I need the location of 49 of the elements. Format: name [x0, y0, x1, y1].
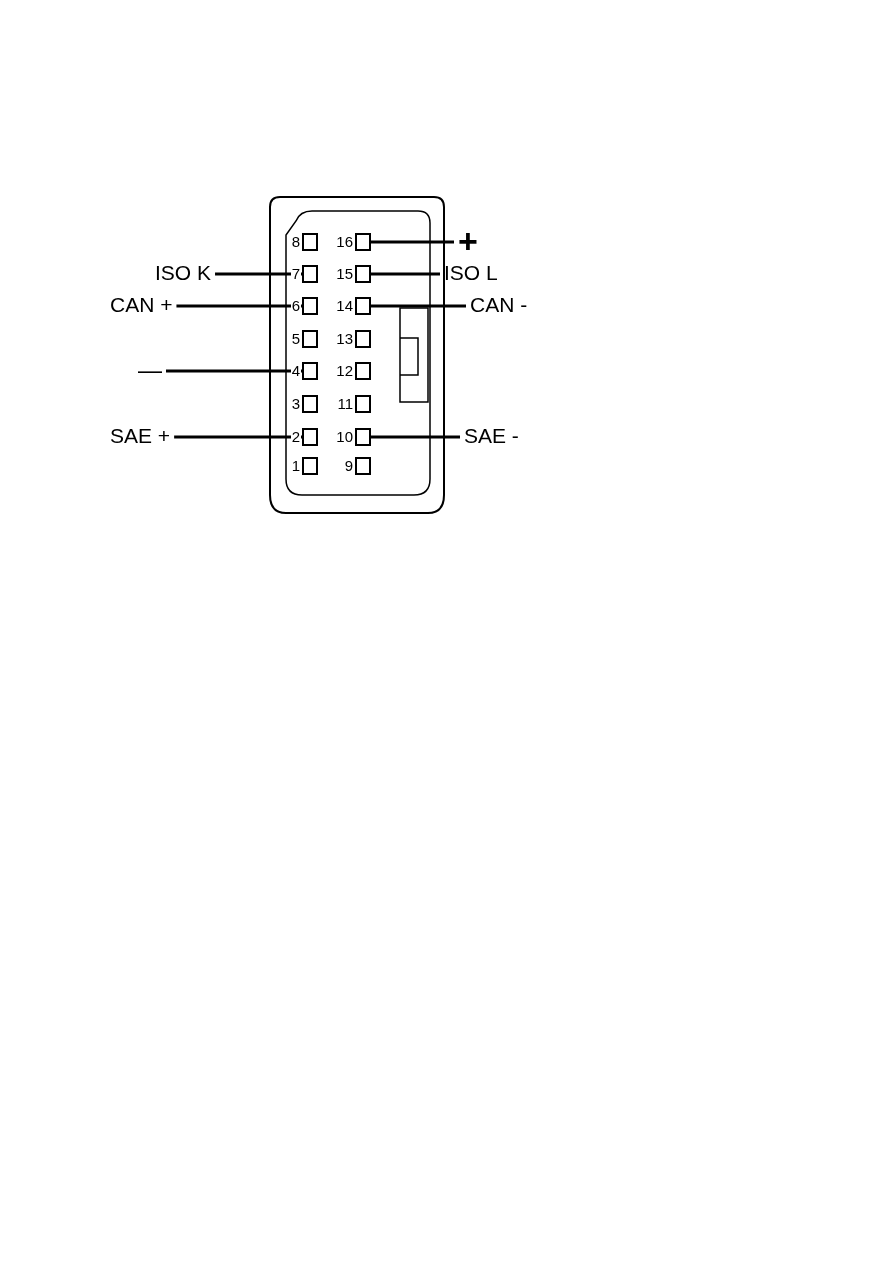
- pin-socket: [302, 362, 318, 380]
- pin-number: 1: [290, 458, 301, 474]
- pin-number: 15: [335, 266, 354, 282]
- pin-number: 10: [335, 429, 354, 445]
- pin-number: 4: [290, 363, 301, 379]
- pin-number: 11: [336, 396, 354, 412]
- leader-line: [174, 435, 302, 439]
- pin-socket: [302, 395, 318, 413]
- pin-number: 12: [335, 363, 354, 379]
- signal-label: CAN +: [110, 293, 173, 317]
- pin-socket: [302, 330, 318, 348]
- pin-socket: [355, 362, 371, 380]
- leader-line: [176, 304, 302, 308]
- pin-socket: [355, 233, 371, 251]
- leader-line: [215, 272, 302, 276]
- pin-number: 13: [335, 331, 354, 347]
- leader-line: [371, 435, 460, 439]
- pin-number: 3: [290, 396, 301, 412]
- pin-socket: [355, 428, 371, 446]
- pin-number: 6: [290, 298, 301, 314]
- pin-number: 8: [290, 234, 301, 250]
- pin-socket: [302, 265, 318, 283]
- leader-line: [371, 240, 454, 244]
- pin-number: 9: [343, 458, 354, 474]
- pin-number: 2: [290, 429, 301, 445]
- signal-label: +: [458, 224, 478, 258]
- pin-socket: [302, 428, 318, 446]
- connector-drawing: [268, 195, 446, 517]
- leader-line: [166, 369, 302, 373]
- pin-socket: [355, 457, 371, 475]
- pin-socket: [302, 297, 318, 315]
- signal-label: SAE +: [110, 424, 171, 448]
- signal-label: ISO K: [155, 261, 212, 285]
- leader-line: [371, 272, 440, 276]
- pin-number: 7: [290, 266, 301, 282]
- pin-number: 5: [290, 331, 301, 347]
- signal-label: CAN -: [470, 293, 528, 317]
- signal-label: —: [138, 358, 162, 382]
- signal-label: SAE -: [464, 424, 519, 448]
- pin-socket: [302, 457, 318, 475]
- pin-socket: [355, 265, 371, 283]
- pin-socket: [355, 395, 371, 413]
- signal-label: ISO L: [444, 261, 498, 285]
- pin-socket: [302, 233, 318, 251]
- pin-number: 16: [335, 234, 354, 250]
- pin-socket: [355, 297, 371, 315]
- pin-socket: [355, 330, 371, 348]
- pin-number: 14: [335, 298, 354, 314]
- leader-line: [371, 304, 466, 308]
